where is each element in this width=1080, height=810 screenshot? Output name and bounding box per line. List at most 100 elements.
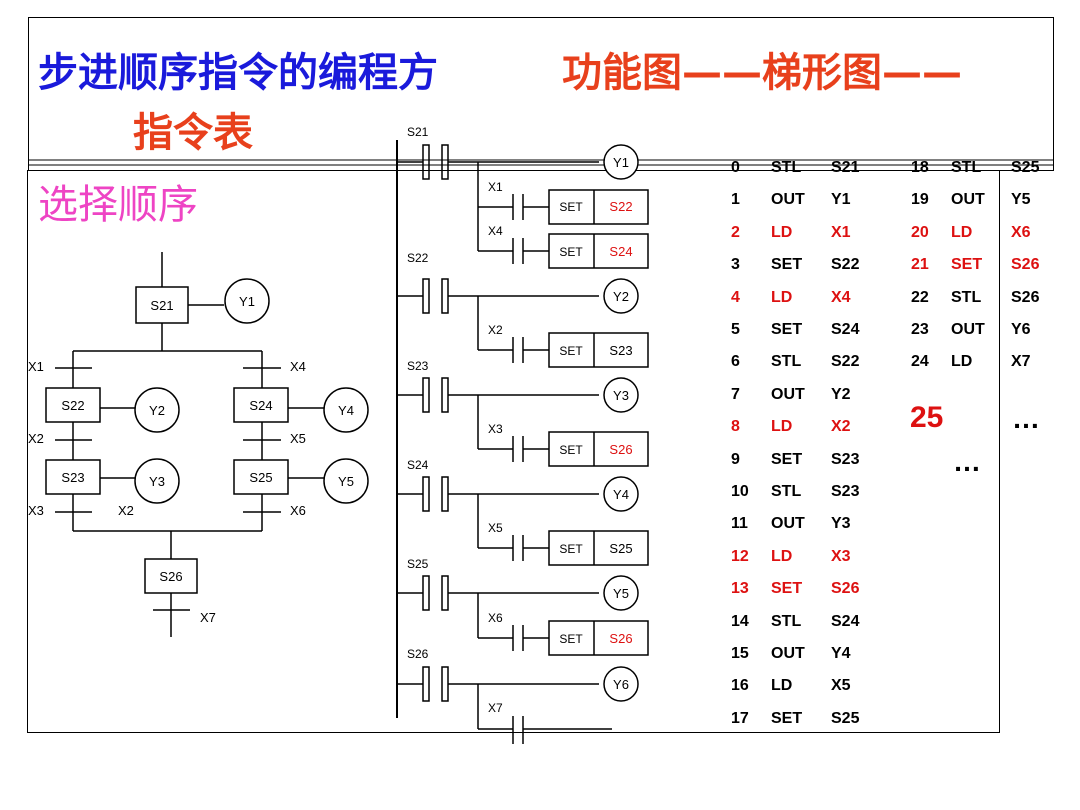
instruction-big-number: 25 [910, 401, 944, 434]
instruction-arg: S23 [831, 450, 860, 468]
stl-contact-s24 [397, 476, 599, 512]
ladder-x3-label: X3 [488, 422, 503, 436]
sfc-cond-x6: X6 [290, 503, 306, 518]
set-s26-a [548, 431, 649, 467]
coil-y4-label: Y4 [613, 487, 629, 502]
coil-y5-label: Y5 [613, 586, 629, 601]
sfc-step-s23-label: S23 [61, 470, 84, 485]
instruction-op: STL [771, 159, 802, 176]
instruction-ellipsis-a: … [1012, 403, 1040, 434]
instruction-op: LD [771, 288, 793, 306]
set-s25-op: SET [559, 542, 583, 556]
sfc-step-s25-label: S25 [249, 470, 272, 485]
instruction-num: 5 [731, 321, 740, 338]
coil-y1-label: Y1 [613, 155, 629, 170]
instruction-arg: Y3 [831, 515, 851, 533]
ladder-stl-s23-label: S23 [407, 359, 429, 373]
coil-y5 [603, 575, 639, 611]
instruction-num: 11 [731, 515, 748, 533]
sfc-cond-x1: X1 [28, 359, 44, 374]
instruction-num: 18 [911, 159, 929, 176]
set-s23 [548, 332, 649, 368]
instruction-op: STL [771, 353, 802, 371]
instruction-arg: S21 [831, 159, 860, 176]
instruction-op: LD [771, 547, 793, 565]
stl-contact-s22 [397, 278, 599, 314]
instruction-num: 24 [911, 353, 929, 371]
ladder-x7-label: X7 [488, 701, 503, 715]
ladder-x2-label: X2 [488, 323, 503, 337]
set-s23-target: S23 [609, 343, 632, 358]
set-s24 [548, 233, 649, 269]
sfc-output-y5 [323, 458, 369, 504]
sfc-cond-x4: X4 [290, 359, 306, 374]
instruction-num: 15 [731, 645, 749, 662]
sfc-step-s21-label: S21 [150, 298, 173, 313]
instruction-arg: S25 [1011, 159, 1040, 176]
sfc-cond-x5: X5 [290, 431, 306, 446]
instruction-op: OUT [771, 515, 805, 533]
instruction-num: 14 [731, 612, 749, 630]
ladder-stl-s25-label: S25 [407, 557, 429, 571]
instruction-num: 7 [731, 385, 740, 403]
sfc-cond-x3: X3 [28, 503, 44, 518]
sfc-output-y3 [134, 458, 180, 504]
title-part1: 步进顺序指令的编程方 [38, 50, 438, 96]
title-part2: 功能图——梯形图—— [562, 50, 962, 96]
instruction-arg: X5 [831, 677, 851, 695]
set-s22 [548, 189, 649, 225]
sfc-step-s24 [233, 387, 289, 423]
coil-y2 [603, 278, 639, 314]
instruction-arg: S22 [831, 256, 860, 274]
stl-contact-s25 [397, 575, 599, 611]
instruction-arg: X3 [831, 547, 851, 565]
sfc-output-y5-label: Y5 [338, 474, 354, 489]
instruction-op: SET [771, 709, 803, 727]
set-s26-b [548, 620, 649, 656]
set-s22-op: SET [559, 200, 583, 214]
instruction-num: 16 [731, 677, 749, 695]
sfc-step-s25 [233, 459, 289, 495]
instruction-num: 0 [731, 159, 740, 176]
instruction-arg: X4 [831, 288, 851, 306]
instruction-num: 2 [731, 223, 740, 241]
sfc-cond-x7: X7 [200, 610, 216, 625]
instruction-num: 10 [731, 483, 749, 500]
sfc-output-y2-label: Y2 [149, 403, 165, 418]
subtitle: 选择顺序 [38, 182, 198, 228]
ladder-x4-label: X4 [488, 224, 503, 238]
ladder-x1-label: X1 [488, 180, 503, 194]
set-s26-b-target: S26 [609, 631, 632, 646]
instruction-arg: S26 [1011, 256, 1040, 274]
instruction-op: LD [771, 223, 793, 241]
instruction-arg: Y5 [1011, 191, 1031, 209]
instruction-op: OUT [771, 645, 805, 662]
coil-y6 [603, 666, 639, 702]
instruction-op: SET [951, 256, 983, 274]
sfc-cond-x2-b: X2 [118, 503, 134, 518]
instruction-num: 22 [911, 288, 929, 306]
instruction-num: 21 [911, 256, 929, 274]
sfc-step-s26-label: S26 [159, 569, 182, 584]
sfc-diagram: S21 Y1 X1 S22 Y2 X2 S23 Y3 X3 X2 X4 S24 [28, 252, 369, 637]
sfc-output-y4 [323, 387, 369, 433]
instruction-op: OUT [951, 191, 985, 209]
sfc-output-y4-label: Y4 [338, 403, 354, 418]
set-s25-target: S25 [609, 541, 632, 556]
stl-contact-s21 [397, 144, 599, 180]
instruction-num: 12 [731, 547, 749, 565]
instruction-op: LD [951, 353, 973, 371]
coil-y3 [603, 377, 639, 413]
instruction-op: LD [771, 677, 793, 695]
set-s25 [548, 530, 649, 566]
set-s23-op: SET [559, 344, 583, 358]
set-s24-target: S24 [609, 244, 632, 259]
instruction-arg: S25 [831, 709, 860, 727]
sfc-output-y3-label: Y3 [149, 474, 165, 489]
instruction-op: STL [951, 159, 982, 176]
coil-y1 [603, 144, 639, 180]
coil-y6-label: Y6 [613, 677, 629, 692]
coil-y2-label: Y2 [613, 289, 629, 304]
instruction-arg: Y4 [831, 645, 851, 662]
